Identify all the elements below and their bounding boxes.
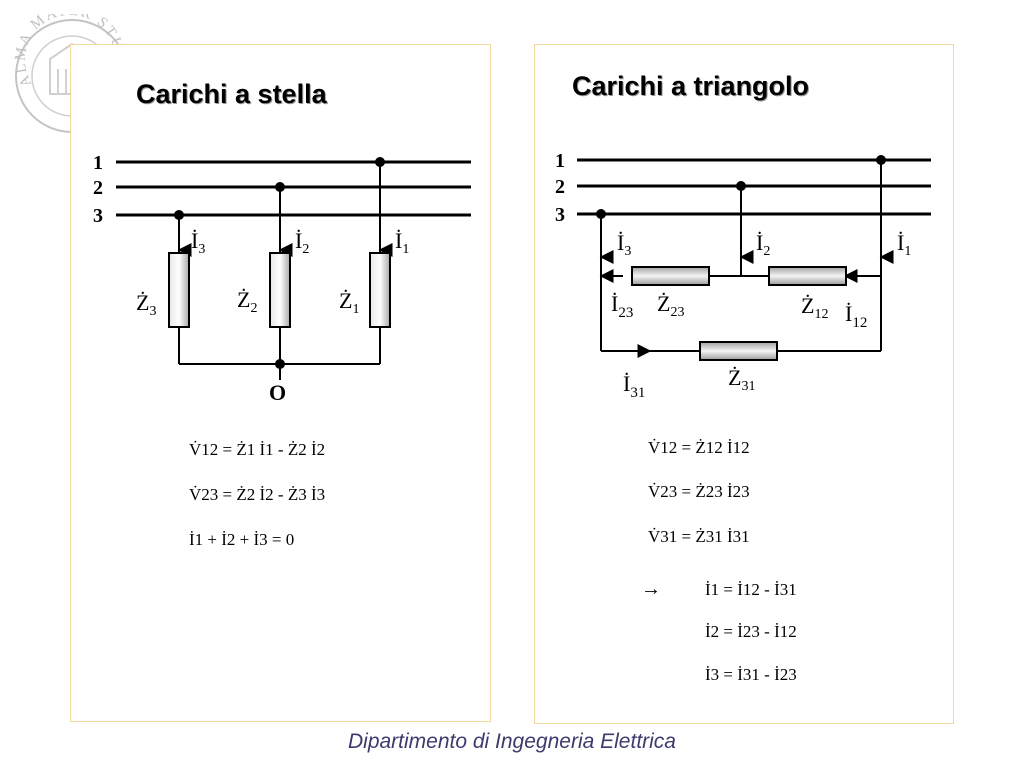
impedance-z3 [168,252,190,328]
delta-equations: V̇12 = Ż12 İ12 V̇23 = Ż23 İ23 V̇31 = Ż31… [641,438,797,684]
delta-equation-4: İ1 = İ12 - İ31 [705,580,797,599]
delta-equation-5: İ2 = İ23 - İ12 [705,622,797,641]
delta-line-label-2: 2 [555,176,565,198]
impedance-label-z23: Ż23 [657,291,684,320]
impedance-label-z2: Ż2 [237,287,257,316]
line-label-2: 2 [93,177,103,199]
star-circuit-diagram: 1 2 3 İ3 İ2 İ1 Ż3 Ż2 [93,152,471,549]
impedance-z1 [369,252,391,328]
impedance-label-z3: Ż3 [136,290,156,319]
delta-current-label-i1: İ1 [897,230,911,259]
bus-lines-delta [577,158,931,216]
delta-current-label-i2: İ2 [756,230,770,259]
impedance-z12 [768,266,847,286]
delta-title: Carichi a triangolo [572,71,810,101]
delta-current-label-i3: İ3 [617,230,631,259]
delta-line-label-1: 1 [555,150,565,172]
implies-arrow: → [641,578,661,600]
impedance-z23 [631,266,710,286]
current-label-i12: İ12 [845,301,867,331]
delta-load-panel: Carichi a triangolo 1 2 3 [534,44,954,724]
star-title: Carichi a stella [136,79,327,109]
impedance-label-z31: Ż31 [728,365,755,394]
current-label-i23: İ23 [611,291,633,321]
star-equation-3: İ1 + İ2 + İ3 = 0 [189,530,294,549]
delta-line-label-3: 3 [555,204,565,226]
star-load-panel: Carichi a stella 1 2 3 [70,44,491,722]
delta-equation-6: İ3 = İ31 - İ23 [705,665,797,684]
footer-department: Dipartimento di Ingegneria Elettrica [347,730,676,753]
neutral-label: O [269,380,286,405]
current-label-i2: İ2 [295,228,309,257]
delta-equation-3: V̇31 = Ż31 İ31 [648,527,750,546]
star-equation-2: V̇23 = Ż2 İ2 - Ż3 İ3 [189,485,325,504]
impedance-z2 [269,252,291,328]
current-label-i1: İ1 [395,228,409,257]
bus-lines [116,160,471,217]
impedance-label-z12: Ż12 [801,293,828,322]
star-equation-1: V̇12 = Ż1 İ1 - Ż2 İ2 [189,440,325,459]
current-label-i3: İ3 [191,228,205,257]
delta-equation-1: V̇12 = Ż12 İ12 [648,438,750,457]
line-label-3: 3 [93,205,103,227]
delta-circuit-diagram: 1 2 3 İ3 İ2 [555,150,931,684]
impedance-label-z1: Ż1 [339,288,359,317]
star-equations: V̇12 = Ż1 İ1 - Ż2 İ2 V̇23 = Ż2 İ2 - Ż3 İ… [189,440,325,549]
line-label-1: 1 [93,152,103,174]
current-label-i31: İ31 [623,371,645,401]
delta-equation-2: V̇23 = Ż23 İ23 [648,482,750,501]
impedance-z31 [699,341,778,361]
